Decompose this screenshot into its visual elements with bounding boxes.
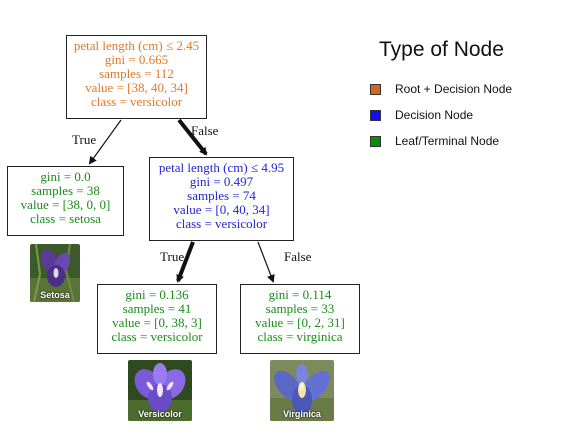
setosa-iris-photo: Setosa: [30, 244, 80, 302]
root-node: petal length (cm) ≤ 2.45 gini = 0.665 sa…: [66, 35, 207, 119]
edge-decision-to-virginica: [257, 241, 275, 283]
legend-item-decision: Decision Node: [370, 108, 473, 122]
node-value: value = [38, 40, 34]: [85, 80, 188, 95]
virginica-iris-photo: Virginica: [270, 360, 334, 421]
versicolor-iris-photo: Versicolor: [128, 360, 192, 421]
node-samples: samples = 74: [187, 188, 256, 203]
node-samples: samples = 33: [265, 301, 335, 316]
iris-flower-icon: [30, 244, 80, 302]
legend-label: Decision Node: [395, 108, 474, 122]
node-class: class = virginica: [257, 329, 343, 344]
node-class: class = versicolor: [111, 329, 203, 344]
node-gini: gini = 0.136: [125, 287, 189, 302]
node-samples: samples = 38: [31, 183, 100, 198]
node-class: class = versicolor: [175, 216, 268, 231]
decision-node: petal length (cm) ≤ 4.95 gini = 0.497 sa…: [149, 157, 294, 241]
legend-item-root-decision: Root + Decision Node: [370, 82, 512, 96]
legend-swatch: [370, 109, 381, 121]
legend-item-leaf: Leaf/Terminal Node: [370, 134, 499, 148]
edge-label-true: True: [72, 132, 97, 147]
node-gini: gini = 0.665: [104, 52, 169, 67]
node-split-rule: petal length (cm) ≤ 4.95: [158, 160, 285, 175]
edge-label-true: True: [160, 249, 185, 264]
edge-root-to-decision: [177, 118, 208, 156]
node-gini: gini = 0.114: [268, 287, 332, 302]
leaf-node-setosa: gini = 0.0 samples = 38 value = [38, 0, …: [7, 166, 124, 236]
node-gini: gini = 0.497: [189, 174, 254, 189]
photo-caption: Versicolor: [138, 409, 182, 419]
iris-flower-icon: [128, 360, 192, 421]
photo-caption: Setosa: [40, 290, 70, 300]
legend-label: Leaf/Terminal Node: [395, 134, 500, 148]
legend-title: Type of Node: [379, 38, 504, 61]
node-class: class = setosa: [30, 211, 101, 226]
node-value: value = [38, 0, 0]: [20, 197, 111, 212]
node-class: class = versicolor: [90, 94, 183, 109]
edge-root-to-setosa: [88, 119, 122, 165]
leaf-node-versicolor: gini = 0.136 samples = 41 value = [0, 38…: [97, 284, 217, 354]
legend-swatch: [370, 135, 381, 147]
iris-flower-icon: [270, 360, 334, 421]
node-gini: gini = 0.0: [40, 169, 91, 184]
edge-label-false: False: [284, 249, 312, 264]
edge-decision-to-versicolor: [176, 241, 195, 283]
node-value: value = [0, 2, 31]: [255, 315, 345, 330]
node-samples: samples = 112: [99, 66, 174, 81]
node-value: value = [0, 38, 3]: [112, 315, 202, 330]
edge-label-false: False: [191, 123, 219, 138]
node-split-rule: petal length (cm) ≤ 2.45: [73, 38, 200, 53]
photo-caption: Virginica: [283, 409, 321, 419]
leaf-node-virginica: gini = 0.114 samples = 33 value = [0, 2,…: [240, 284, 360, 354]
node-samples: samples = 41: [122, 301, 192, 316]
node-value: value = [0, 40, 34]: [173, 202, 270, 217]
legend-swatch: [370, 83, 381, 95]
legend-label: Root + Decision Node: [395, 82, 513, 96]
